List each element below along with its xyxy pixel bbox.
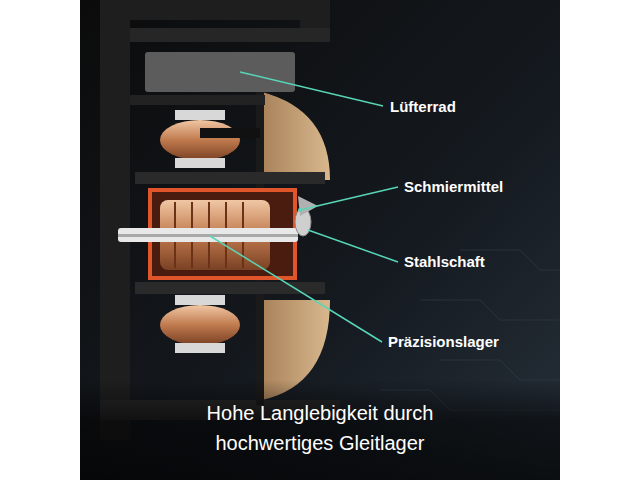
part-label: Stahlschaft bbox=[404, 253, 485, 271]
part-label: Schmiermittel bbox=[404, 178, 503, 196]
caption: Hohe Langlebigkeit durch hochwertiges Gl… bbox=[150, 398, 490, 458]
part-label: Präzisionslager bbox=[388, 333, 499, 351]
part-label: Lüfterrad bbox=[390, 98, 456, 116]
